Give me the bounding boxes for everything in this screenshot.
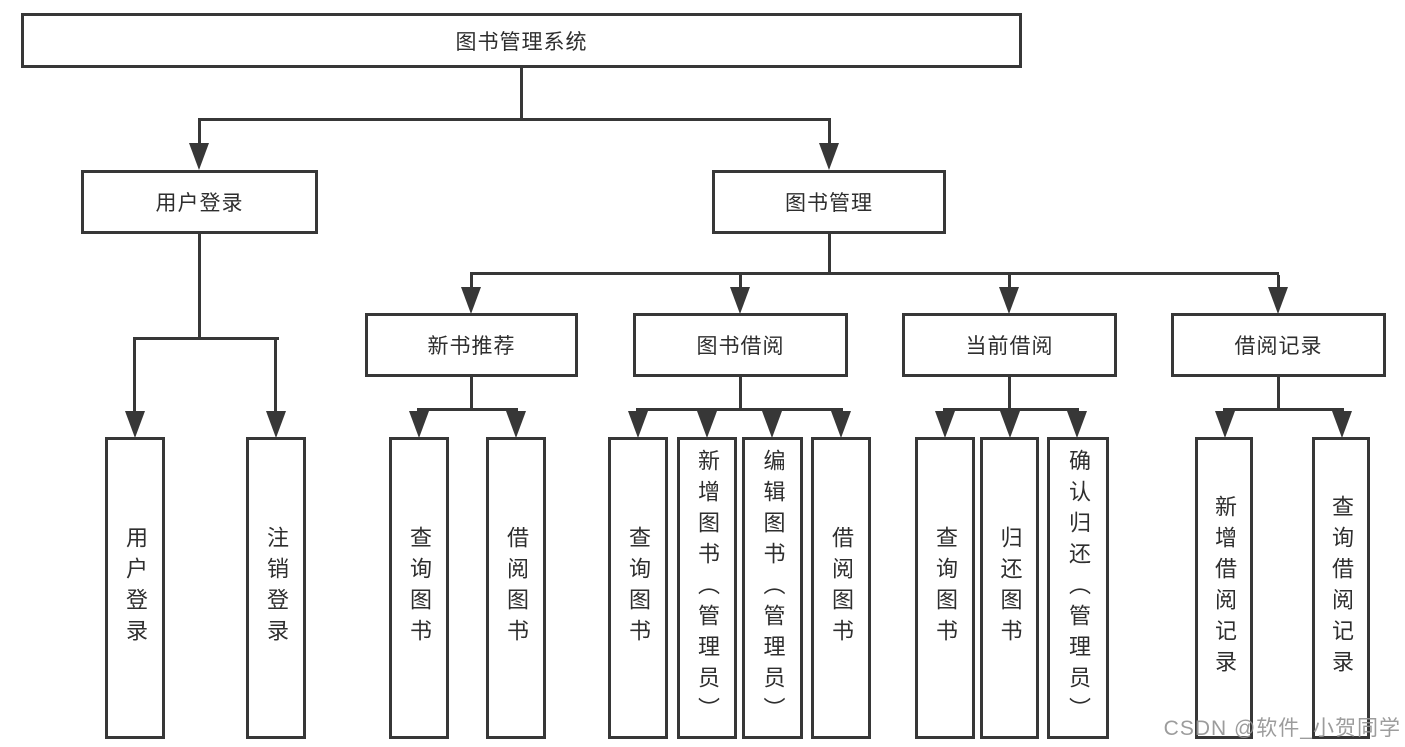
arrow-down-icon	[819, 143, 839, 170]
leaf-logout: 注销登录	[246, 437, 306, 739]
arrow-down-icon	[1067, 411, 1087, 438]
arrow-down-icon	[762, 411, 782, 438]
leaf-user-login: 用户登录	[105, 437, 165, 739]
node-current-borrowing-label: 当前借阅	[965, 335, 1054, 358]
arrow-down-icon	[1332, 411, 1352, 438]
leaf-edit-book-admin: 编辑图书（管理员）	[742, 437, 803, 739]
arrow-down-icon	[935, 411, 955, 438]
leaf-query-books-3: 查询图书	[915, 437, 975, 739]
connector-root-drop	[520, 68, 523, 121]
csdn-watermark: CSDN @软件_小贺同学	[1163, 717, 1401, 740]
arrow-down-icon	[1000, 411, 1020, 438]
arrow-down-icon	[506, 411, 526, 438]
connector-userlogin-drop	[198, 234, 201, 340]
arrow-down-icon	[628, 411, 648, 438]
node-borrowing-records: 借阅记录	[1171, 313, 1386, 377]
node-book-management: 图书管理	[712, 170, 946, 234]
leaf-confirm-return-admin-label: 确认归还（管理员）	[1066, 448, 1091, 728]
arrow-down-icon	[730, 287, 750, 314]
node-root: 图书管理系统	[21, 13, 1022, 68]
node-borrowing-records-label: 借阅记录	[1234, 335, 1323, 358]
node-book-management-label: 图书管理	[785, 192, 873, 215]
node-new-book-recommend: 新书推荐	[365, 313, 578, 377]
node-current-borrowing: 当前借阅	[902, 313, 1117, 377]
arrow-down-icon	[697, 411, 717, 438]
leaf-query-books-3-label: 查询图书	[933, 526, 958, 650]
connector-records-rail	[1223, 408, 1344, 411]
leaf-add-borrow-record: 新增借阅记录	[1195, 437, 1253, 739]
leaf-logout-label: 注销登录	[264, 526, 289, 650]
arrow-down-icon	[831, 411, 851, 438]
node-user-login: 用户登录	[81, 170, 318, 234]
leaf-borrow-books-1-label: 借阅图书	[504, 526, 529, 650]
leaf-edit-book-admin-label: 编辑图书（管理员）	[760, 448, 786, 728]
leaf-add-borrow-record-label: 新增借阅记录	[1212, 495, 1237, 681]
arrow-down-icon	[461, 287, 481, 314]
connector-stem	[739, 275, 742, 289]
arrow-down-icon	[1215, 411, 1235, 438]
connector-stem	[133, 340, 136, 413]
connector-records-drop	[1277, 377, 1280, 411]
leaf-borrow-books-2-label: 借阅图书	[829, 526, 854, 650]
leaf-add-book-admin-label: 新增图书（管理员）	[695, 448, 720, 728]
connector-root-rail	[198, 118, 831, 121]
node-book-borrowing-label: 图书借阅	[696, 335, 785, 358]
leaf-query-books-2-label: 查询图书	[626, 526, 651, 650]
connector-current-rail	[943, 408, 1079, 411]
connector-newbook-drop	[470, 377, 473, 411]
leaf-return-books: 归还图书	[980, 437, 1039, 739]
connector-stem	[1277, 275, 1280, 289]
node-book-borrowing: 图书借阅	[633, 313, 848, 377]
leaf-query-books-1: 查询图书	[389, 437, 449, 739]
connector-userlogin-rail	[133, 337, 279, 340]
connector-stem	[470, 275, 473, 289]
leaf-query-borrow-record-label: 查询借阅记录	[1329, 495, 1354, 681]
arrow-down-icon	[999, 287, 1019, 314]
node-new-book-recommend-label: 新书推荐	[427, 335, 516, 358]
connector-stem	[198, 121, 201, 146]
connector-stem	[828, 121, 831, 146]
connector-bookmgmt-rail	[470, 272, 1279, 275]
connector-stem	[1008, 275, 1011, 289]
leaf-query-books-2: 查询图书	[608, 437, 668, 739]
leaf-confirm-return-admin: 确认归还（管理员）	[1047, 437, 1109, 739]
leaf-borrow-books-1: 借阅图书	[486, 437, 546, 739]
arrow-down-icon	[125, 411, 145, 438]
connector-newbook-rail	[417, 408, 518, 411]
node-root-label: 图书管理系统	[455, 30, 588, 54]
connector-current-drop	[1008, 377, 1011, 411]
leaf-query-borrow-record: 查询借阅记录	[1312, 437, 1370, 739]
leaf-query-books-1-label: 查询图书	[407, 526, 432, 650]
arrow-down-icon	[189, 143, 209, 170]
arrow-down-icon	[266, 411, 286, 438]
arrow-down-icon	[409, 411, 429, 438]
connector-stem	[274, 340, 277, 413]
node-user-login-label: 用户登录	[155, 192, 244, 215]
leaf-return-books-label: 归还图书	[997, 526, 1023, 650]
connector-bookmgmt-drop	[828, 234, 831, 275]
arrow-down-icon	[1268, 287, 1288, 314]
leaf-add-book-admin: 新增图书（管理员）	[677, 437, 737, 739]
connector-borrowing-rail	[636, 408, 843, 411]
leaf-borrow-books-2: 借阅图书	[811, 437, 871, 739]
connector-borrowing-drop	[739, 377, 742, 411]
leaf-user-login-label: 用户登录	[123, 526, 148, 650]
